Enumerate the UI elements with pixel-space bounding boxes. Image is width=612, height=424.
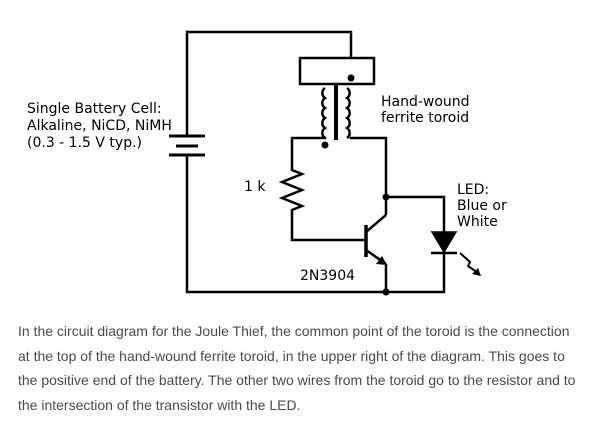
junction-collector-led [382,193,390,201]
toroid-output-wires [290,136,446,242]
caption-line-1: In the circuit diagram for the Joule Thi… [18,323,570,339]
resistor-label: 1 k [244,179,266,195]
caption-line-3: the positive end of the battery. The oth… [18,372,576,389]
led-label: LED: Blue or White [457,182,507,230]
led-label-line-3: White [457,214,498,230]
led-symbol [430,231,481,276]
transistor-symbol [364,197,388,292]
caption-line-2: at the top of the hand-wound ferrite tor… [18,347,565,364]
battery-label-line-2: Alkaline, NiCD, NiMH [27,118,172,134]
led-triangle [430,231,458,254]
transistor-collector [365,214,387,233]
caption-line-4: the intersection of the transistor with … [18,396,301,413]
led-label-line-2: Blue or [457,198,507,214]
resistor-symbol [278,165,306,215]
battery-label-line-1: Single Battery Cell: [27,101,162,117]
toroid-label-line-2: ferrite toroid [381,110,469,126]
battery-circuit-loop [185,30,446,294]
battery-symbol [169,134,205,157]
battery-negative-wire [185,153,446,294]
toroid-label: Hand-wound ferrite toroid [381,94,470,126]
toroid-symbol [298,56,376,149]
toroid-winding-right [344,86,351,140]
circuit-schematic: Single Battery Cell: Alkaline, NiCD, NiM… [27,30,507,296]
toroid-label-line-1: Hand-wound [381,94,470,110]
figure-caption: In the circuit diagram for the Joule Thi… [18,319,608,417]
transistor-label: 2N3904 [300,268,355,284]
led-label-line-1: LED: [457,182,489,198]
junction-emitter-ground [382,288,390,296]
battery-positive-wire [185,30,353,138]
transistor-emitter-arrow [376,256,387,265]
battery-label: Single Battery Cell: Alkaline, NiCD, NiM… [27,101,172,151]
toroid-winding-left [321,86,328,140]
toroid-polarity-dot-right [347,74,355,82]
toroid-core-top [298,56,376,86]
junction-dots [382,193,390,296]
led-emission-arrow [459,252,481,276]
battery-label-line-3: (0.3 - 1.5 V typ.) [27,135,142,151]
toroid-polarity-dot-left [321,141,329,149]
